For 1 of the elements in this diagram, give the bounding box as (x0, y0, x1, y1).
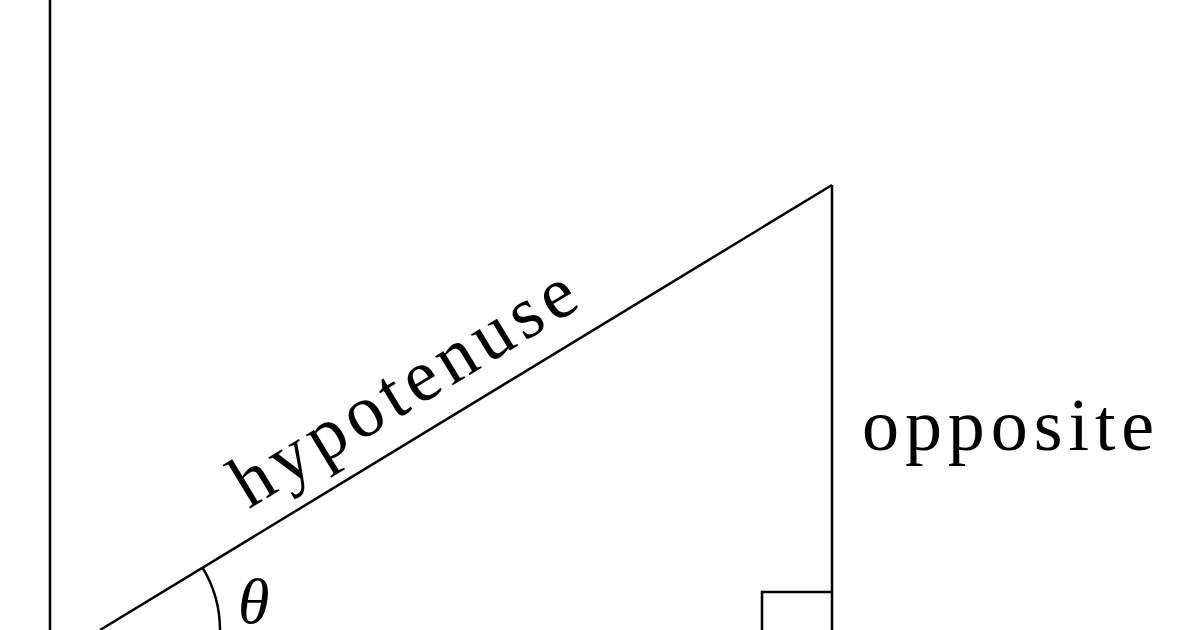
angle-label: θ (238, 570, 270, 630)
